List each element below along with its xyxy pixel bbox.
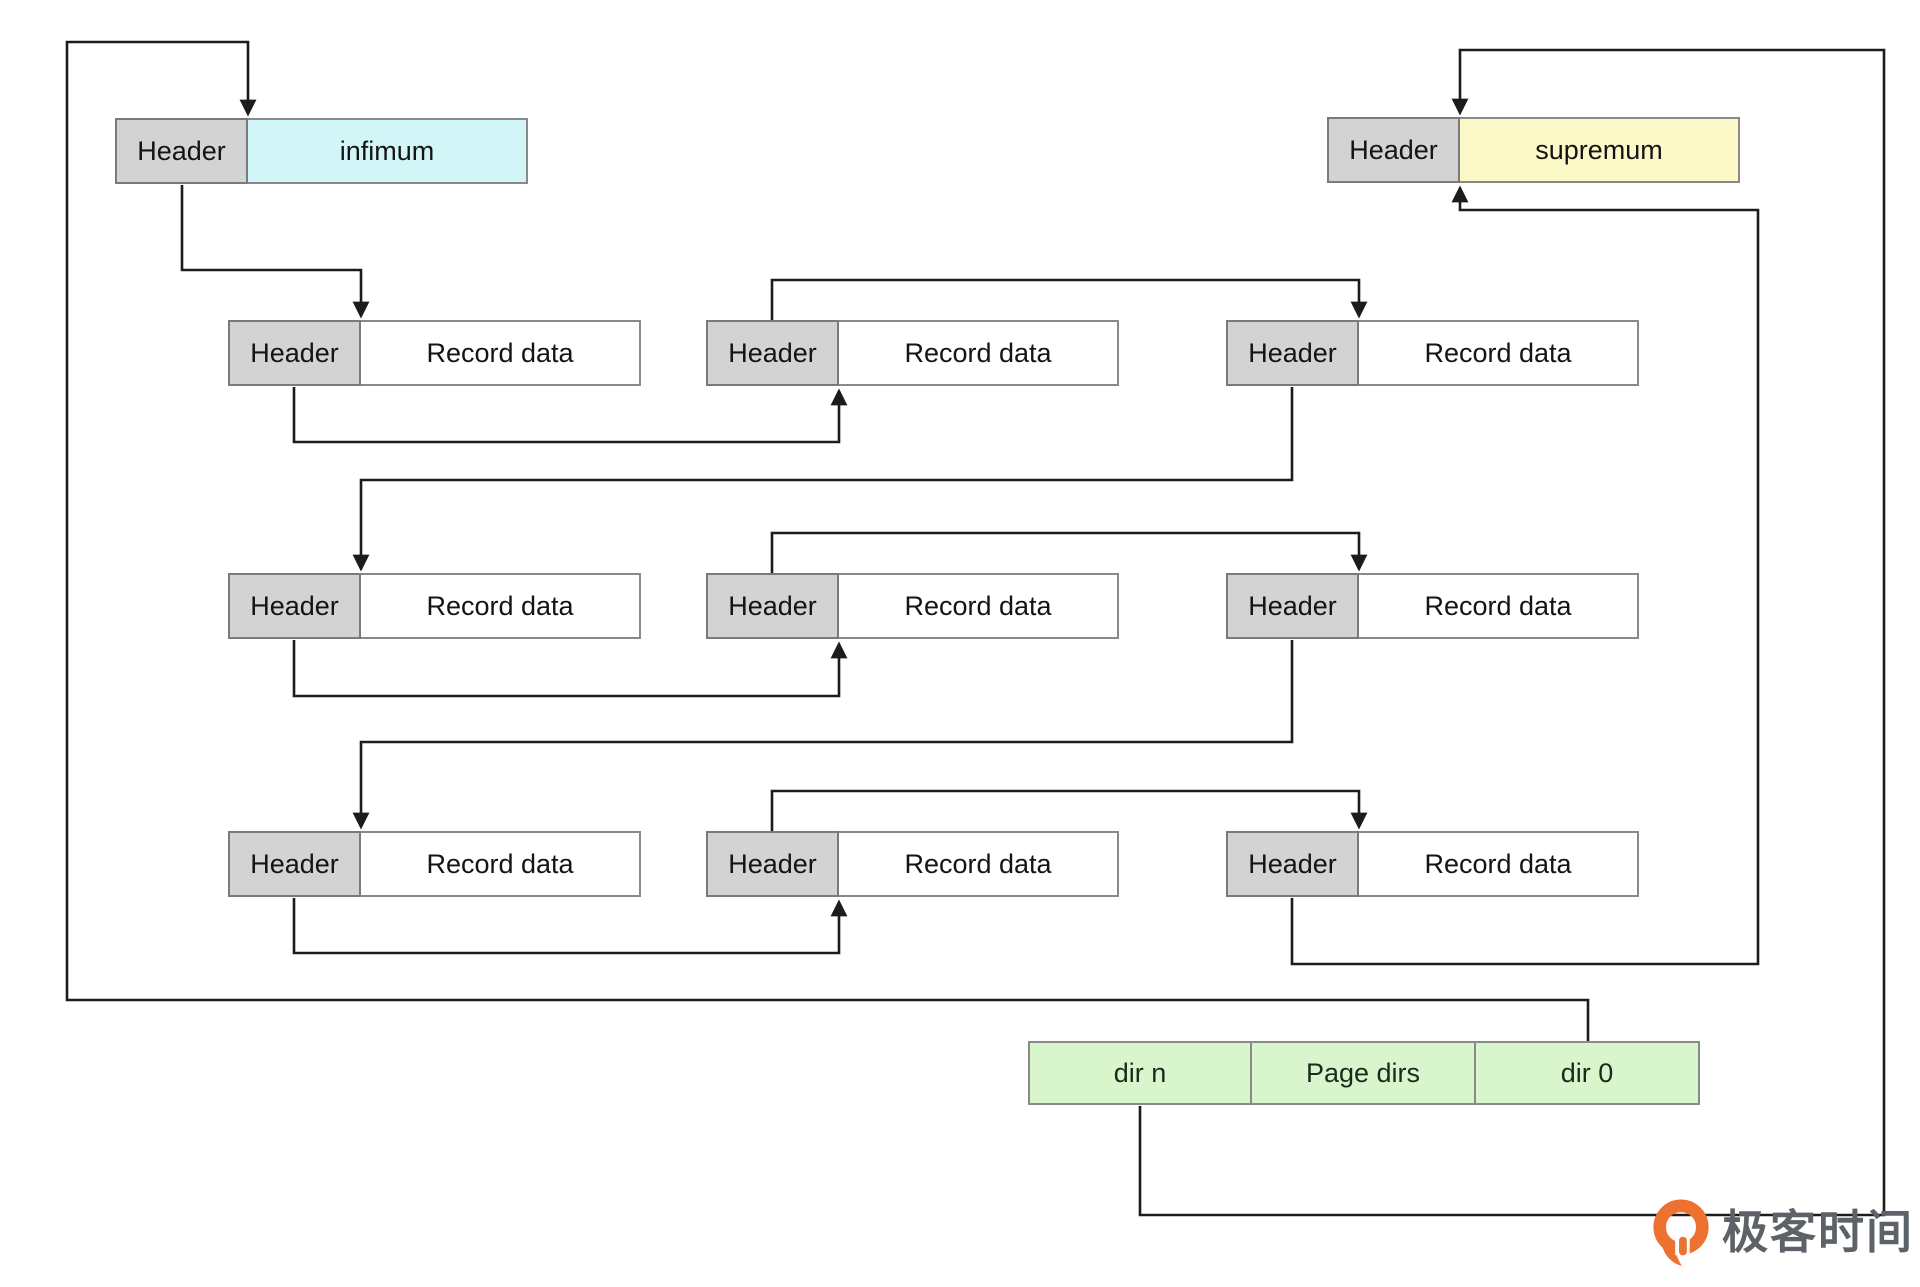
supremum-box: Header supremum — [1327, 117, 1740, 183]
record-box-row1-col1: Header Record data — [228, 320, 641, 386]
record-data-cell: Record data — [1359, 573, 1639, 639]
record-box-row3-col1: Header Record data — [228, 831, 641, 897]
record-header-cell: Header — [1226, 573, 1359, 639]
link-row1-rec2-to-rec3 — [770, 278, 1368, 320]
link-dir0-to-infimum — [65, 40, 1590, 1041]
record-header-cell: Header — [228, 831, 361, 897]
link-row2-rec3-to-row3-rec1 — [352, 640, 1294, 830]
record-box-row2-col1: Header Record data — [228, 573, 641, 639]
geektime-logo-icon — [1653, 1199, 1709, 1266]
dir-n-cell: dir n — [1028, 1041, 1252, 1105]
record-data-cell: Record data — [1359, 320, 1639, 386]
record-box-row3-col2: Header Record data — [706, 831, 1119, 897]
infimum-header-cell: Header — [115, 118, 248, 184]
record-data-cell: Record data — [839, 831, 1119, 897]
record-data-cell: Record data — [361, 320, 641, 386]
record-data-cell: Record data — [839, 573, 1119, 639]
link-row2-rec2-to-rec3 — [770, 531, 1368, 573]
record-box-row2-col2: Header Record data — [706, 573, 1119, 639]
page-directory-box: dir n Page dirs dir 0 — [1028, 1041, 1700, 1105]
record-header-cell: Header — [706, 831, 839, 897]
geektime-logo-text: 极客时间 — [1722, 1205, 1914, 1259]
link-dirn-to-supremum — [1138, 48, 1886, 1217]
record-box-row3-col3: Header Record data — [1226, 831, 1639, 897]
record-header-cell: Header — [1226, 831, 1359, 897]
record-header-cell: Header — [706, 320, 839, 386]
record-data-cell: Record data — [839, 320, 1119, 386]
record-header-cell: Header — [228, 573, 361, 639]
record-data-cell: Record data — [1359, 831, 1639, 897]
link-infimum-to-row1-rec1 — [180, 185, 370, 319]
link-row3-rec3-to-supremum — [1290, 185, 1760, 966]
record-box-row2-col3: Header Record data — [1226, 573, 1639, 639]
infimum-value-cell: infimum — [248, 118, 528, 184]
link-row2-rec1-to-rec2 — [292, 640, 848, 698]
record-header-cell: Header — [1226, 320, 1359, 386]
dir-0-cell: dir 0 — [1476, 1041, 1700, 1105]
record-header-cell: Header — [228, 320, 361, 386]
link-row3-rec1-to-rec2 — [292, 898, 848, 955]
record-data-cell: Record data — [361, 831, 641, 897]
geektime-logo: 极客时间 — [1650, 1196, 1914, 1268]
supremum-value-cell: supremum — [1460, 117, 1740, 183]
record-header-cell: Header — [706, 573, 839, 639]
record-data-cell: Record data — [361, 573, 641, 639]
infimum-box: Header infimum — [115, 118, 528, 184]
record-box-row1-col3: Header Record data — [1226, 320, 1639, 386]
link-row1-rec3-to-row2-rec1 — [352, 387, 1294, 572]
record-box-row1-col2: Header Record data — [706, 320, 1119, 386]
page-dirs-cell: Page dirs — [1252, 1041, 1476, 1105]
link-row3-rec2-to-rec3 — [770, 789, 1368, 831]
link-row1-rec1-to-rec2 — [292, 387, 848, 444]
supremum-header-cell: Header — [1327, 117, 1460, 183]
